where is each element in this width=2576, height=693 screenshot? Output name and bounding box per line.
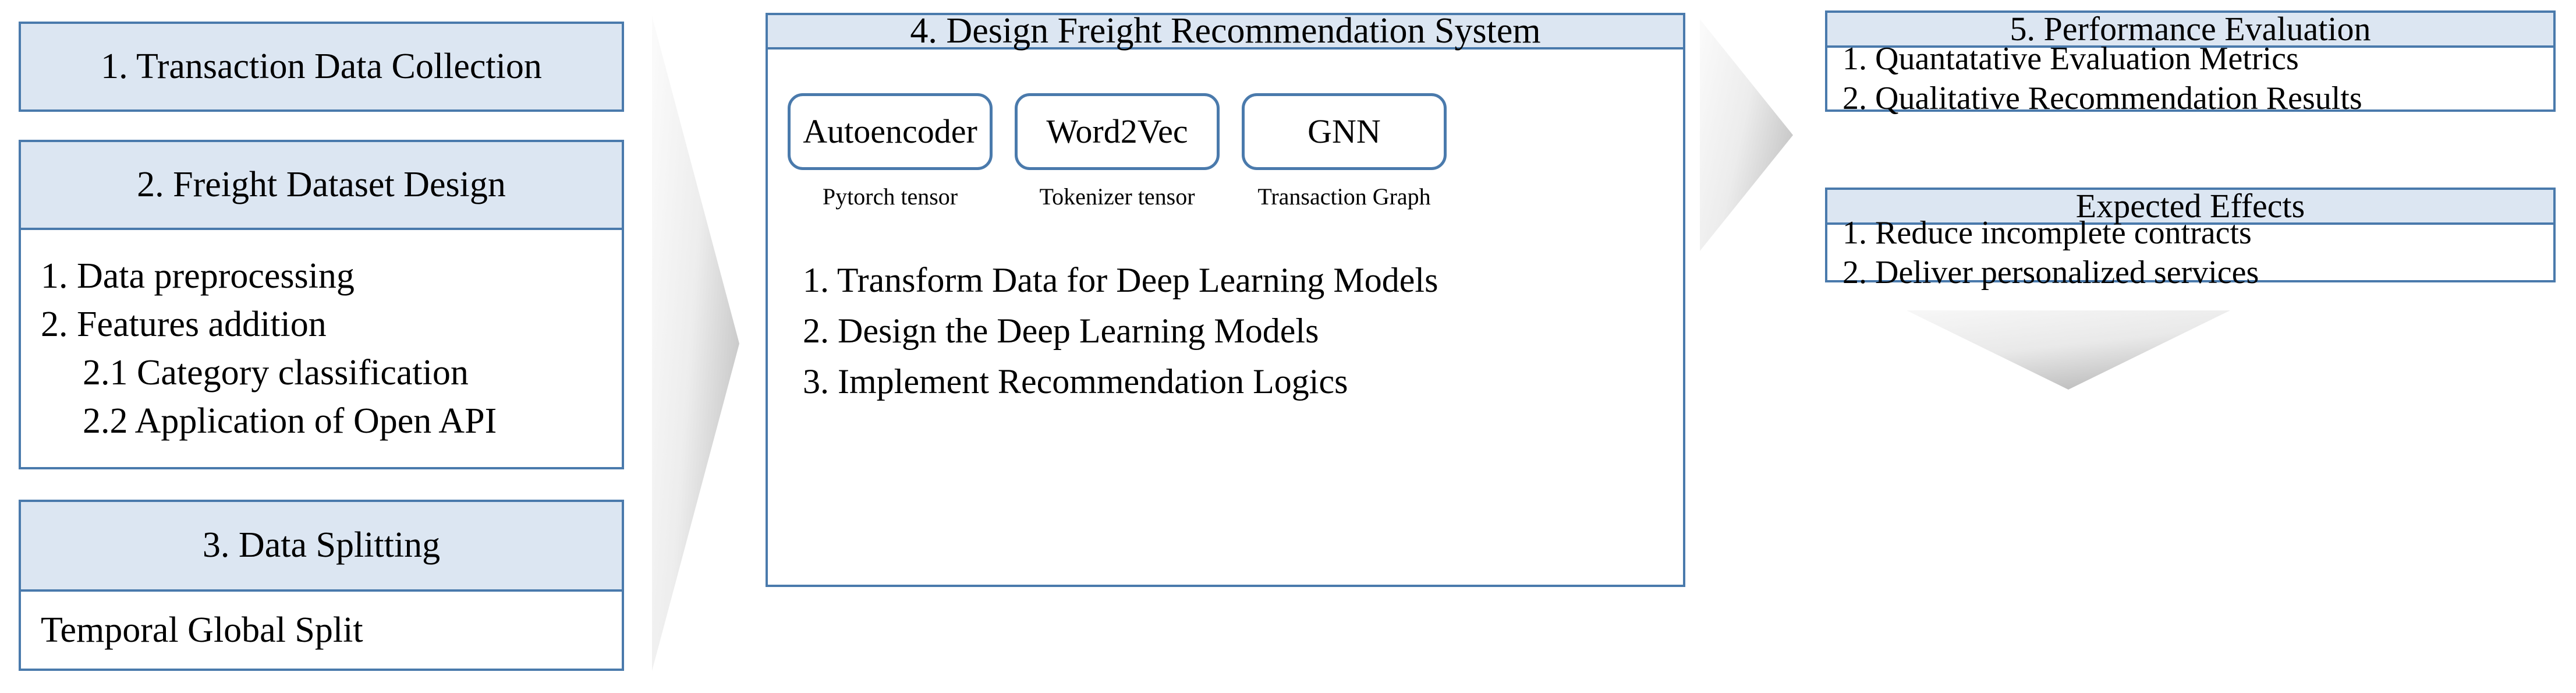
card-body-step-5: 1. Quantatative Evaluation Metrics 2. Qu… (1825, 41, 2556, 116)
model-caption-word2vec: Tokenizer tensor (1039, 183, 1195, 210)
card-header-step-1: 1. Transaction Data Collection (19, 22, 624, 112)
arrow-right-icon-middle-to-right (1700, 19, 1793, 251)
process-card-expected-effects[interactable]: Expected Effects 1. Reduce incomplete co… (1825, 188, 2556, 291)
list-item: 2. Design the Deep Learning Models (803, 312, 1319, 350)
list-item: 2. Qualitative Recommendation Results (1842, 80, 2362, 116)
list-item: 2. Features addition (41, 304, 327, 344)
model-column-autoencoder: Autoencoder Pytorch tensor (788, 93, 993, 208)
card-body-expected-effects: 1. Reduce incomplete contracts 2. Delive… (1825, 215, 2556, 291)
list-item: 2.1 Category classification (83, 352, 469, 393)
card-header-expected-effects: Expected Effects (1825, 188, 2556, 225)
list-item: 3. Implement Recommendation Logics (803, 362, 1348, 401)
card-body-step-3: Temporal Global Split (19, 592, 624, 671)
list-item: 1. Quantatative Evaluation Metrics (1842, 41, 2299, 77)
model-caption-gnn: Transaction Graph (1257, 183, 1431, 210)
arrow-down-icon-evaluation-to-effects (1907, 310, 2230, 390)
card-body-step-4: Autoencoder Pytorch tensor Word2Vec Toke… (766, 50, 1685, 587)
list-item: 1. Reduce incomplete contracts (1842, 214, 2252, 251)
list-item: 1. Transform Data for Deep Learning Mode… (803, 261, 1438, 299)
process-card-transaction-data-collection[interactable]: 1. Transaction Data Collection (19, 22, 624, 112)
list-item: 1. Data preprocessing (41, 256, 355, 296)
list-item: 2. Deliver personalized services (1842, 254, 2259, 291)
step-4-task-list: 1. Transform Data for Deep Learning Mode… (803, 255, 1683, 407)
model-caption-autoencoder: Pytorch tensor (822, 183, 958, 210)
model-column-word2vec: Word2Vec Tokenizer tensor (1015, 93, 1220, 208)
list-item: Temporal Global Split (41, 610, 363, 650)
card-body-step-2: 1. Data preprocessing 2. Features additi… (19, 230, 624, 469)
process-card-design-freight-recommendation-system[interactable]: 4. Design Freight Recommendation System … (766, 12, 1685, 587)
model-column-gnn: GNN Transaction Graph (1242, 93, 1447, 208)
model-pill-gnn[interactable]: GNN (1242, 93, 1447, 170)
card-header-step-5: 5. Performance Evaluation (1825, 10, 2556, 48)
process-card-freight-dataset-design[interactable]: 2. Freight Dataset Design 1. Data prepro… (19, 140, 624, 469)
model-pill-autoencoder[interactable]: Autoencoder (788, 93, 993, 170)
list-item: 2.2 Application of Open API (83, 401, 497, 441)
card-header-step-2: 2. Freight Dataset Design (19, 140, 624, 230)
model-pill-row: Autoencoder Pytorch tensor Word2Vec Toke… (788, 93, 1683, 208)
model-pill-word2vec[interactable]: Word2Vec (1015, 93, 1220, 170)
card-header-step-3: 3. Data Splitting (19, 500, 624, 592)
arrow-right-icon-left-to-middle (652, 16, 739, 671)
process-card-performance-evaluation[interactable]: 5. Performance Evaluation 1. Quantatativ… (1825, 10, 2556, 116)
card-header-step-4: 4. Design Freight Recommendation System (766, 12, 1685, 50)
process-card-data-splitting[interactable]: 3. Data Splitting Temporal Global Split (19, 500, 624, 671)
